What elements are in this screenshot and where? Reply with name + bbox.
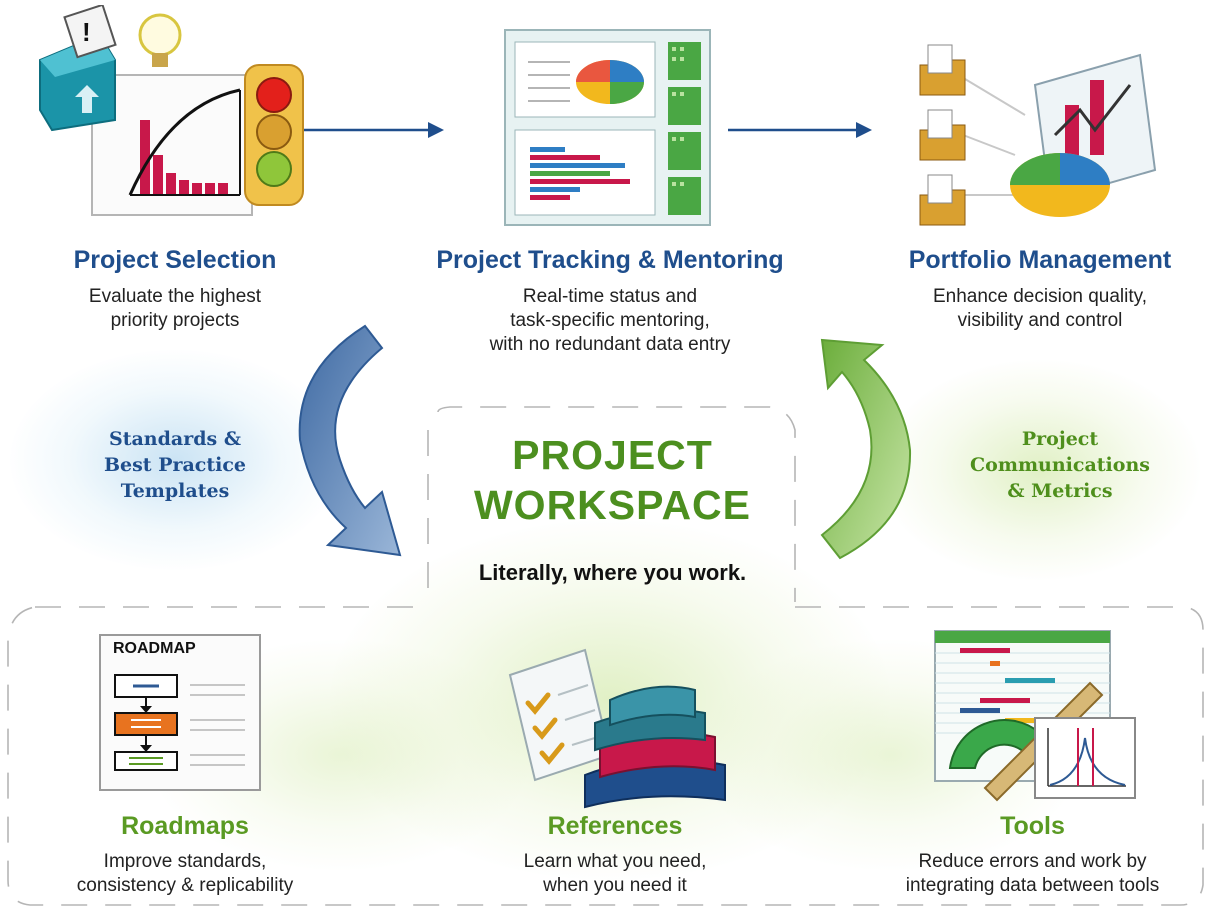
dashboard-icon (504, 29, 711, 226)
tools-title: Tools (1000, 812, 1065, 840)
roadmaps-desc: Improve standards,consistency & replicab… (76, 851, 294, 896)
arrow-head-1 (428, 122, 444, 138)
left-glow (10, 350, 340, 570)
project-selection-title: Project Selection (73, 246, 277, 274)
project-selection-icon: ! (39, 5, 304, 216)
right-cycle-arrow (820, 338, 912, 560)
books-icon (508, 648, 726, 809)
project-tracking-title: Project Tracking & Mentoring (436, 246, 784, 274)
references-title: References (547, 812, 683, 840)
workspace-subtitle: Literally, where you work. (478, 560, 747, 585)
portfolio-management-title: Portfolio Management (908, 246, 1172, 274)
portfolio-chart-icon (919, 44, 1157, 226)
left-cycle-arrow (298, 324, 402, 557)
roadmap-icon: ROADMAP (95, 630, 270, 795)
tools-icon (934, 630, 1136, 802)
right-glow (880, 360, 1200, 580)
references-desc: Learn what you need,when you need it (523, 851, 707, 896)
portfolio-management-desc: Enhance decision quality,visibility and … (932, 286, 1148, 331)
arrow-head-2 (856, 122, 872, 138)
roadmap-icon-label: ROADMAP (113, 640, 196, 657)
roadmaps-title: Roadmaps (121, 812, 249, 840)
svg-text:!: ! (82, 17, 91, 47)
